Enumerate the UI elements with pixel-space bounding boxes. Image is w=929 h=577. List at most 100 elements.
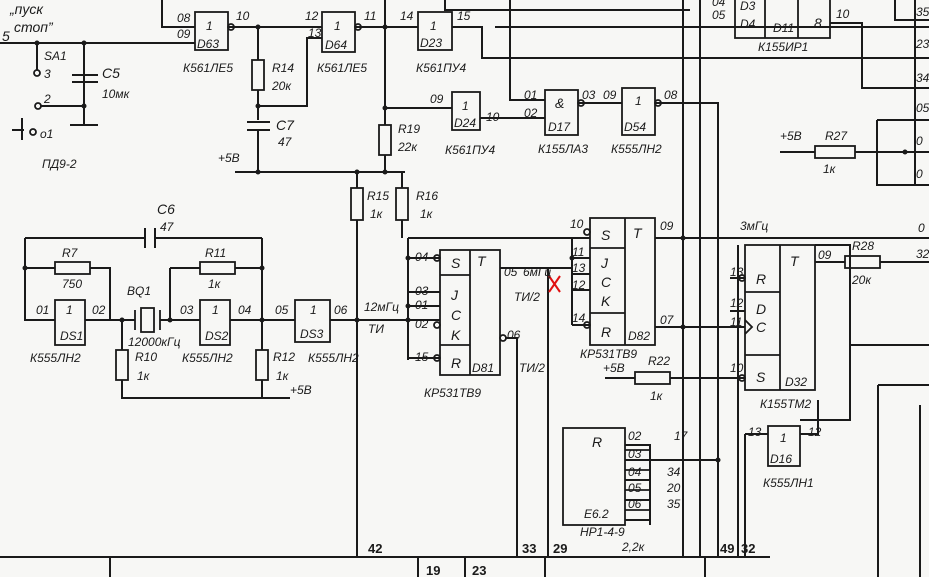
d32-d: D (756, 301, 766, 317)
d64-pin: 11 (364, 9, 376, 23)
e62-pin: 06 (628, 497, 642, 511)
r19-ref: R19 (398, 122, 420, 136)
d32-c: C (756, 319, 767, 335)
connector-label: 0 (916, 167, 923, 181)
connector-label: 23 (915, 37, 929, 51)
ds3-pin: 05 (275, 303, 289, 317)
d11-row: D4 (740, 17, 756, 31)
d82-s: S (601, 227, 611, 243)
d11-part: К155ИР1 (758, 40, 808, 54)
r12-value: 1к (276, 369, 290, 383)
r7-value: 750 (62, 277, 82, 291)
d82-k: K (601, 293, 611, 309)
sa1-pin1: o1 (40, 127, 53, 141)
connector-label: 33 (522, 541, 536, 556)
d23-ref: D23 (420, 36, 442, 50)
r27-ref: R27 (825, 129, 848, 143)
red-x-marker (548, 275, 561, 293)
d81-c: C (451, 307, 462, 323)
d17-symbol: & (555, 95, 564, 111)
r16-ref: R16 (416, 189, 438, 203)
ds1-symbol: 1 (66, 303, 73, 317)
d32-pin: 11 (730, 315, 742, 329)
d32-pin: 13 (730, 265, 744, 279)
connector-label: 49 (720, 541, 734, 556)
e62-value: 2,2к (621, 540, 646, 554)
d54-part: К555ЛН2 (611, 142, 662, 156)
e62-pin: 03 (628, 447, 642, 461)
power-label: +5В (218, 151, 240, 165)
d32-part: К155ТМ2 (760, 397, 812, 411)
d16-pin: 13 (748, 425, 762, 439)
d82-pin: 13 (572, 261, 586, 275)
d17-ref: D17 (548, 120, 571, 134)
r15-value: 1к (370, 207, 384, 221)
d11-pin: 04 (712, 0, 726, 9)
d64-symbol: 1 (334, 19, 341, 33)
r27-value: 1к (823, 162, 837, 176)
e62-net: 20 (666, 481, 681, 495)
d63-pin: 08 (177, 11, 191, 25)
d11-pin: 05 (712, 8, 726, 22)
bq1-value: 12000кГц (128, 335, 181, 349)
c5-ref: C5 (102, 65, 120, 81)
d17-pin: 01 (524, 88, 537, 102)
c6-value: 47 (160, 220, 175, 234)
junction-dots (22, 24, 908, 463)
ds2-part: К555ЛН2 (182, 351, 233, 365)
d81-r: R (451, 355, 461, 371)
signal-ti2: ТИ/2 (514, 290, 540, 304)
d82-j: J (600, 255, 609, 271)
d82-part: КР531ТВ9 (580, 347, 637, 361)
resistor-bodies (54, 59, 881, 385)
r11-ref: R11 (205, 246, 226, 260)
c5-value: 10мк (102, 87, 131, 101)
connector-label: 29 (553, 541, 567, 556)
d23-part: К561ПУ4 (416, 61, 466, 75)
r28-value: 20к (851, 273, 872, 287)
d23-symbol: 1 (430, 19, 437, 33)
r22-ref: R22 (648, 354, 670, 368)
signal-12mhz: 12мГц (364, 300, 399, 314)
connector-label: 0 (916, 134, 923, 148)
r10-ref: R10 (135, 350, 157, 364)
d24-symbol: 1 (462, 99, 469, 113)
switch-title-1: „пуск (9, 1, 44, 17)
d82-pin: 11 (572, 245, 584, 259)
d63-part: К561ЛЕ5 (183, 61, 233, 75)
d81-pin: 06 (507, 328, 521, 342)
d81-j: J (450, 287, 459, 303)
d24-ref: D24 (454, 116, 476, 130)
d54-symbol: 1 (635, 94, 642, 108)
power-label: +5В (290, 383, 312, 397)
sa1-pin3: 3 (44, 67, 51, 81)
chip-bodies (54, 0, 831, 526)
net-5: 5 (2, 28, 10, 44)
r7-ref: R7 (62, 246, 79, 260)
e62-net: 35 (667, 497, 681, 511)
d24-part: К561ПУ4 (445, 143, 495, 157)
d81-part: КР531ТВ9 (424, 386, 481, 400)
d32-r: R (756, 271, 766, 287)
bq1-ref: BQ1 (127, 284, 151, 298)
d32-ref: D32 (785, 375, 807, 389)
d81-k: K (451, 327, 461, 343)
d64-pin: 12 (305, 9, 319, 23)
power-label: +5В (780, 129, 802, 143)
connector-label: 0 (918, 221, 925, 235)
d32-pin: 09 (818, 248, 832, 262)
d81-ref: D81 (472, 361, 494, 375)
connector-label: 23 (472, 563, 486, 577)
d63-pin: 09 (177, 27, 191, 41)
d32-t: T (790, 253, 800, 269)
power-label: +5В (603, 361, 625, 375)
d81-pin: 03 (415, 284, 429, 298)
e62-pin: 02 (628, 429, 642, 443)
d11-pin: 10 (836, 7, 850, 21)
d82-pin: 14 (572, 311, 586, 325)
r22-value: 1к (650, 389, 664, 403)
d24-pin: 10 (486, 110, 500, 124)
connector-label: 32 (741, 541, 755, 556)
